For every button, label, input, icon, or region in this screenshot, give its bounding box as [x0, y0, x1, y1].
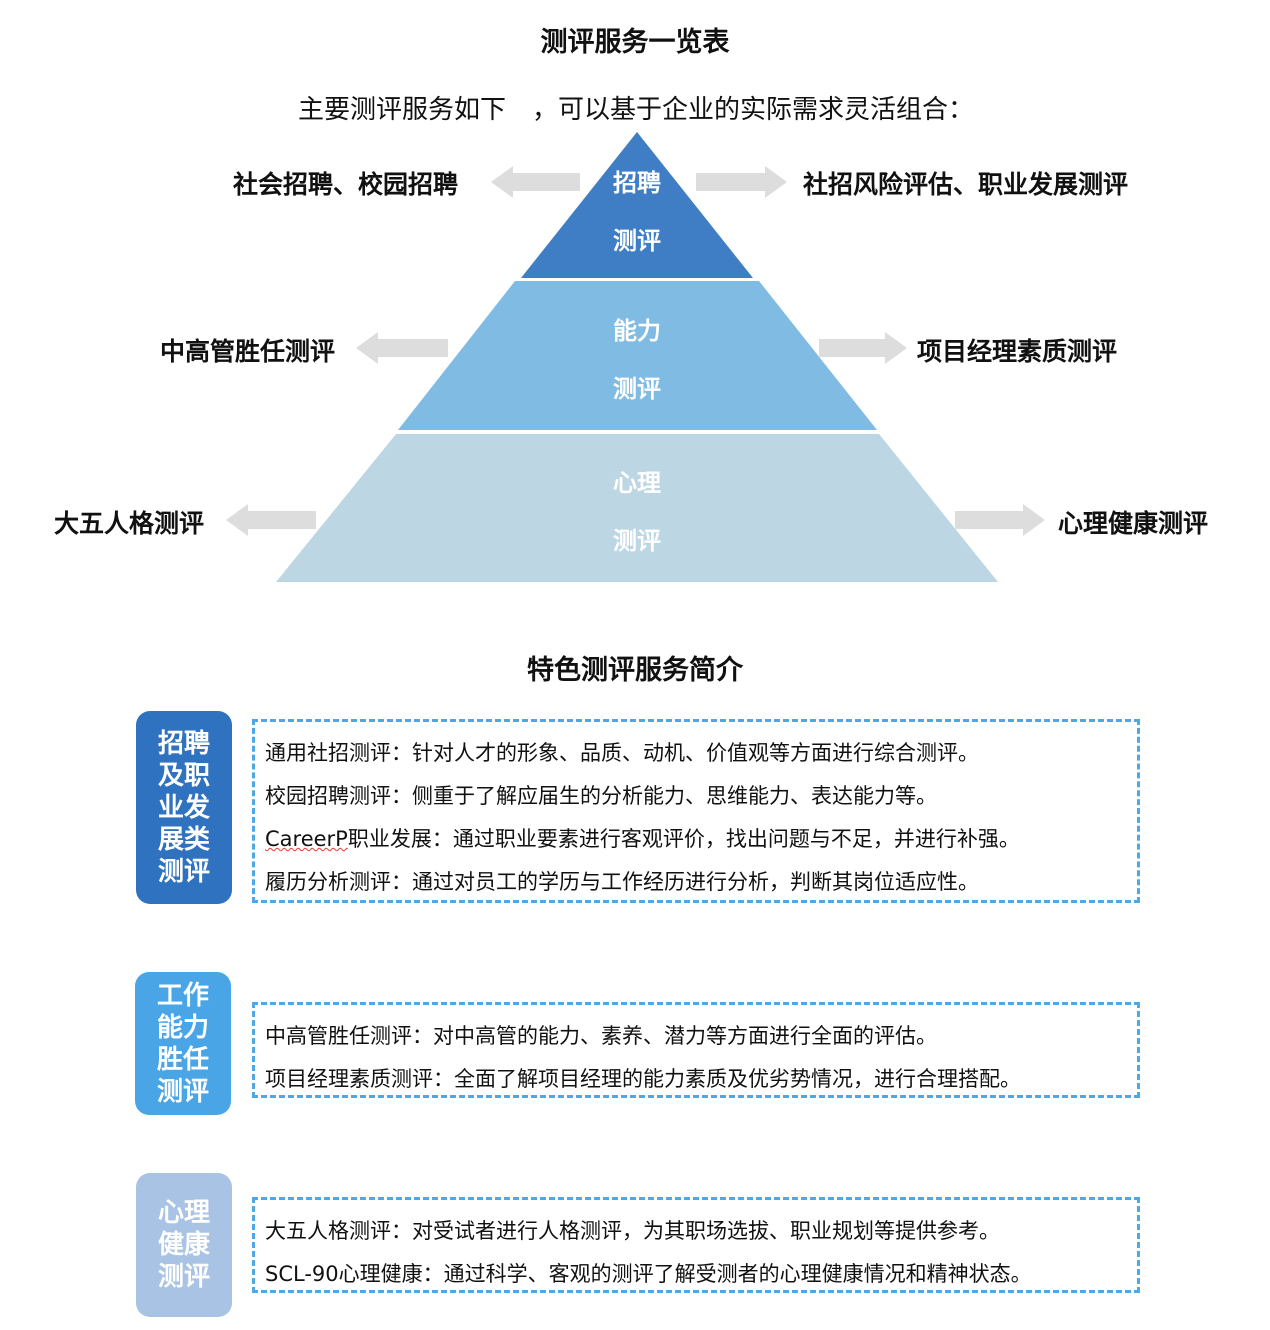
left-label-recruitment: 社会招聘、校园招聘 [233, 170, 459, 199]
category-line: 测评 [157, 1262, 210, 1292]
pyramid-diagram [226, 132, 1045, 582]
category-line: 工作 [156, 980, 209, 1011]
right-label-recruitment: 社招风险评估、职业发展测评 [803, 170, 1129, 199]
category-badge: 心理 健康 测评 [136, 1173, 232, 1317]
left-label-psychology: 大五人格测评 [54, 509, 205, 538]
arrow-left-icon [491, 166, 580, 198]
tier-label-line2: 测评 [613, 227, 661, 255]
category-line: 测评 [156, 1076, 209, 1107]
left-label-ability: 中高管胜任测评 [160, 337, 336, 366]
category-line: 测评 [157, 856, 210, 887]
description-item: 中高管胜任测评：对中高管的能力、素养、潜力等方面进行全面的评估。 [265, 1024, 937, 1048]
category-badge: 工作 能力 胜任 测评 [135, 972, 231, 1115]
category-line: 及职 [157, 760, 210, 791]
arrow-right-icon [955, 504, 1045, 536]
category-badge: 招聘 及职 业发 展类 测评 [136, 711, 232, 904]
description-item: SCL-90心理健康：通过科学、客观的测评了解受测者的心理健康情况和精神状态。 [265, 1262, 1032, 1286]
description-box: 大五人格测评：对受试者进行人格测评，为其职场选拔、职业规划等提供参考。 SCL-… [252, 1197, 1140, 1293]
description-item: 校园招聘测评：侧重于了解应届生的分析能力、思维能力、表达能力等。 [265, 784, 937, 808]
description-item: CareerP职业发展：通过职业要素进行客观评价，找出问题与不足，并进行补强。 [265, 818, 1127, 861]
tier-label-line2: 测评 [613, 375, 661, 403]
right-label-psychology: 心理健康测评 [1058, 509, 1209, 538]
spellcheck-word: CareerP [265, 827, 348, 851]
arrow-right-icon [819, 332, 907, 364]
category-line: 展类 [157, 824, 210, 855]
arrow-right-icon [696, 166, 787, 198]
section-title: 特色测评服务简介 [527, 655, 743, 686]
category-line: 业发 [157, 792, 210, 823]
right-label-ability: 项目经理素质测评 [917, 337, 1118, 366]
pyramid-tier-ability [398, 281, 877, 430]
pyramid-tier-psychology [276, 434, 998, 582]
category-line: 胜任 [156, 1044, 209, 1075]
category-line: 招聘 [157, 728, 210, 759]
arrow-left-icon [356, 332, 448, 364]
tier-label-line1: 招聘 [613, 169, 661, 197]
page-subtitle: 主要测评服务如下 ，可以基于企业的实际需求灵活组合： [298, 95, 975, 125]
tier-label-line2: 测评 [613, 527, 661, 555]
description-item-text: 职业发展：通过职业要素进行客观评价，找出问题与不足，并进行补强。 [347, 827, 1020, 851]
category-line: 健康 [157, 1230, 210, 1260]
description-item: 大五人格测评：对受试者进行人格测评，为其职场选拔、职业规划等提供参考。 [265, 1219, 1000, 1243]
category-line: 能力 [156, 1012, 209, 1043]
tier-label-line1: 能力 [613, 317, 661, 345]
category-line: 心理 [157, 1198, 210, 1228]
description-box: 中高管胜任测评：对中高管的能力、素养、潜力等方面进行全面的评估。 项目经理素质测… [252, 1002, 1140, 1098]
tier-label-line1: 心理 [613, 469, 661, 497]
pyramid-tier-recruitment [521, 132, 753, 278]
description-item: 项目经理素质测评：全面了解项目经理的能力素质及优劣势情况，进行合理搭配。 [265, 1067, 1021, 1091]
arrow-left-icon [226, 504, 316, 536]
description-item: 通用社招测评：针对人才的形象、品质、动机、价值观等方面进行综合测评。 [265, 741, 979, 765]
page-title: 测评服务一览表 [540, 27, 730, 58]
description-item: 履历分析测评：通过对员工的学历与工作经历进行分析，判断其岗位适应性。 [265, 870, 979, 894]
description-box: 通用社招测评：针对人才的形象、品质、动机、价值观等方面进行综合测评。 校园招聘测… [252, 719, 1140, 903]
